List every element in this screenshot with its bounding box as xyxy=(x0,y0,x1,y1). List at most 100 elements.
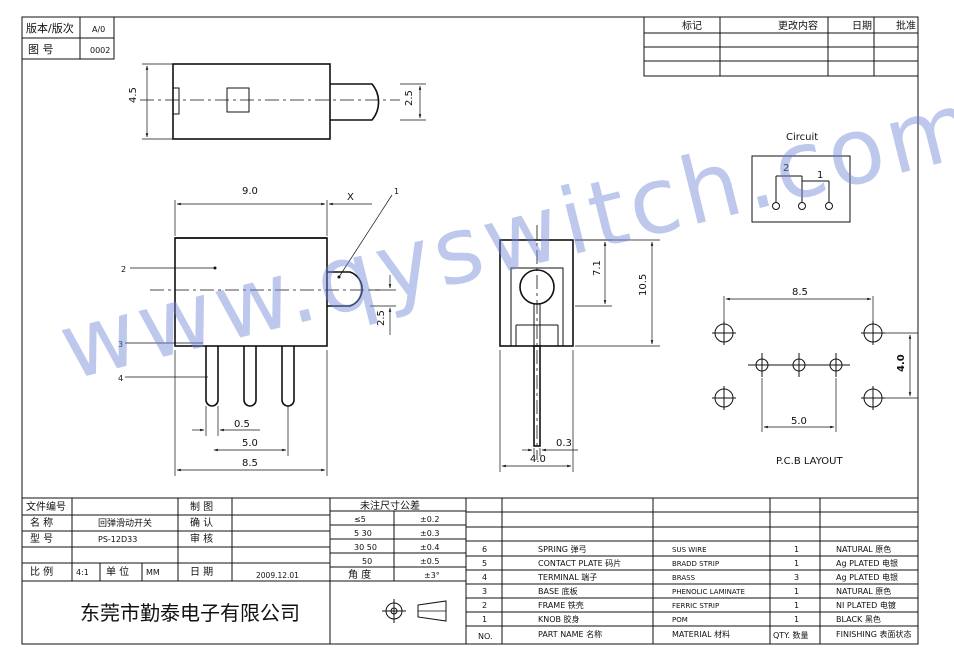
bom-cell-finish: NI PLATED 电镀 xyxy=(836,600,896,610)
bom-header-part: PART NAME 名称 xyxy=(538,629,602,639)
file-no-label: 文件编号 xyxy=(26,500,66,513)
name-label: 名 称 xyxy=(30,516,53,529)
dim-x-label: X xyxy=(347,192,354,203)
rev-header-date: 日期 xyxy=(852,20,872,32)
bom-cell-qty: 1 xyxy=(794,559,799,568)
dim-side-upper: 7.1 xyxy=(592,260,603,276)
callout-4: 4 xyxy=(118,374,123,383)
bom-cell-material: SUS WIRE xyxy=(672,546,707,554)
version-value: A/0 xyxy=(92,25,105,34)
bom-cell-finish: BLACK 黑色 xyxy=(836,614,881,624)
pcb-dim-pitch: 5.0 xyxy=(791,416,807,427)
bom-cell-no: 6 xyxy=(482,545,487,554)
dim-top-height: 4.5 xyxy=(128,87,139,103)
bom-cell-qty: 1 xyxy=(794,545,799,554)
bom-cell-qty: 3 xyxy=(794,573,799,582)
bom-cell-part: FRAME 铁壳 xyxy=(538,600,584,610)
pcb-title: P.C.B LAYOUT xyxy=(776,456,843,467)
figure-label: 图 号 xyxy=(28,43,54,56)
dim-length: 9.0 xyxy=(242,186,258,197)
circuit-label-2: 2 xyxy=(783,163,789,174)
bom-cell-part: TERMINAL 端子 xyxy=(537,572,597,582)
name-value: 回弹滑动开关 xyxy=(98,517,152,529)
bom-cell-part: SPRING 弹弓 xyxy=(538,544,587,554)
bom-cell-part: KNOB 胶身 xyxy=(538,614,580,624)
tol-value-4: ±0.5 xyxy=(420,557,439,566)
tol-value-5: ±3° xyxy=(424,571,440,580)
bom-cell-no: 1 xyxy=(482,615,487,624)
tol-range-4: 50 xyxy=(362,557,372,566)
circuit-diagram: Circuit 2 1 xyxy=(751,132,851,223)
dim-side-total: 10.5 xyxy=(638,274,649,296)
title-block: 文件编号 制 图 名 称 回弹滑动开关 确 认 型 号 PS-12D33 审 核… xyxy=(22,497,918,644)
callout-3: 3 xyxy=(118,340,123,349)
figure-value: 0002 xyxy=(90,46,110,55)
bom-cell-finish: Ag PLATED 电银 xyxy=(836,558,898,568)
pcb-dim-span: 8.5 xyxy=(792,287,808,298)
callout-1: 1 xyxy=(394,187,399,196)
bom-cell-qty: 1 xyxy=(794,615,799,624)
date-value: 2009.12.01 xyxy=(256,571,299,580)
circuit-label-1: 1 xyxy=(817,170,823,181)
scale-label: 比 例 xyxy=(30,565,53,578)
tol-value-1: ±0.2 xyxy=(420,515,439,524)
pcb-layout: 8.5 4.0 5.0 P.C.B LAYOUT xyxy=(712,287,918,467)
company-name: 东莞市勤泰电子有限公司 xyxy=(80,601,300,625)
bom-cell-no: 5 xyxy=(482,559,487,568)
projection-symbol-icon xyxy=(382,599,447,623)
header-block: 版本/版次 A/0 图 号 0002 xyxy=(21,16,115,60)
bom-cell-material: PHENOLIC LAMINATE xyxy=(672,588,745,596)
drawn-label: 制 图 xyxy=(190,500,213,513)
bom-header-qty: QTY. 数量 xyxy=(773,630,809,640)
bom-cell-part: CONTACT PLATE 码片 xyxy=(538,558,621,568)
bom-header-no: NO. xyxy=(478,632,493,641)
tol-range-5: 角 度 xyxy=(348,568,371,581)
tol-value-2: ±0.3 xyxy=(420,529,439,538)
bom-header-material: MATERIAL 材料 xyxy=(672,629,730,639)
circuit-title: Circuit xyxy=(786,132,818,143)
tol-range-2: 5 30 xyxy=(354,529,372,538)
confirm-label: 确 认 xyxy=(190,516,213,529)
rev-header-mark: 标记 xyxy=(682,20,702,32)
dim-pin-span: 8.5 xyxy=(242,458,258,469)
dim-side-width: 4.0 xyxy=(530,454,546,465)
model-value: PS-12D33 xyxy=(98,535,137,544)
rev-header-approve: 批准 xyxy=(896,19,916,32)
model-label: 型 号 xyxy=(30,532,53,545)
callout-2: 2 xyxy=(121,265,126,274)
unit-label: 单 位 xyxy=(106,565,129,578)
dim-side-pin: 0.3 xyxy=(556,438,572,449)
bom-cell-no: 3 xyxy=(482,587,487,596)
dim-knob-height: 2.5 xyxy=(376,310,387,326)
top-view: 4.5 2.5 xyxy=(128,63,426,140)
bom-cell-qty: 1 xyxy=(794,601,799,610)
bom-header-finish: FINISHING 表面状态 xyxy=(836,629,911,639)
rev-header-change: 更改内容 xyxy=(778,19,818,32)
dim-top-knob: 2.5 xyxy=(404,90,415,106)
dim-pin-pitch: 5.0 xyxy=(242,438,258,449)
scale-value: 4:1 xyxy=(76,568,89,577)
bom-cell-no: 4 xyxy=(482,573,487,582)
bom-cell-qty: 1 xyxy=(794,587,799,596)
bom-cell-material: POM xyxy=(672,616,688,624)
unit-value: MM xyxy=(146,568,160,577)
bom-cell-finish: NATURAL 原色 xyxy=(836,586,891,596)
bom-cell-no: 2 xyxy=(482,601,487,610)
revision-table: 标记 更改内容 日期 批准 xyxy=(643,16,919,77)
bom-cell-material: BRASS xyxy=(672,574,696,582)
bom-cell-finish: NATURAL 原色 xyxy=(836,544,891,554)
tol-range-3: 30 50 xyxy=(354,543,377,552)
front-view: 9.0 X 2.5 0.5 5.0 8.5 1 2 3 4 xyxy=(118,186,399,476)
version-label: 版本/版次 xyxy=(26,21,74,35)
dim-pin-width: 0.5 xyxy=(234,419,250,430)
review-label: 审 核 xyxy=(190,532,213,545)
date-label: 日 期 xyxy=(190,566,213,578)
pcb-dim-height: 4.0 xyxy=(896,354,907,372)
bom-cell-part: BASE 底板 xyxy=(538,586,578,596)
bom-cell-material: BRADD STRIP xyxy=(672,560,719,568)
watermark: www.qyswitch.com xyxy=(49,69,954,401)
drawing-frame xyxy=(21,16,919,645)
tolerance-title: 未注尺寸公差 xyxy=(360,499,420,512)
bom-cell-material: FERRIC STRIP xyxy=(672,602,719,610)
